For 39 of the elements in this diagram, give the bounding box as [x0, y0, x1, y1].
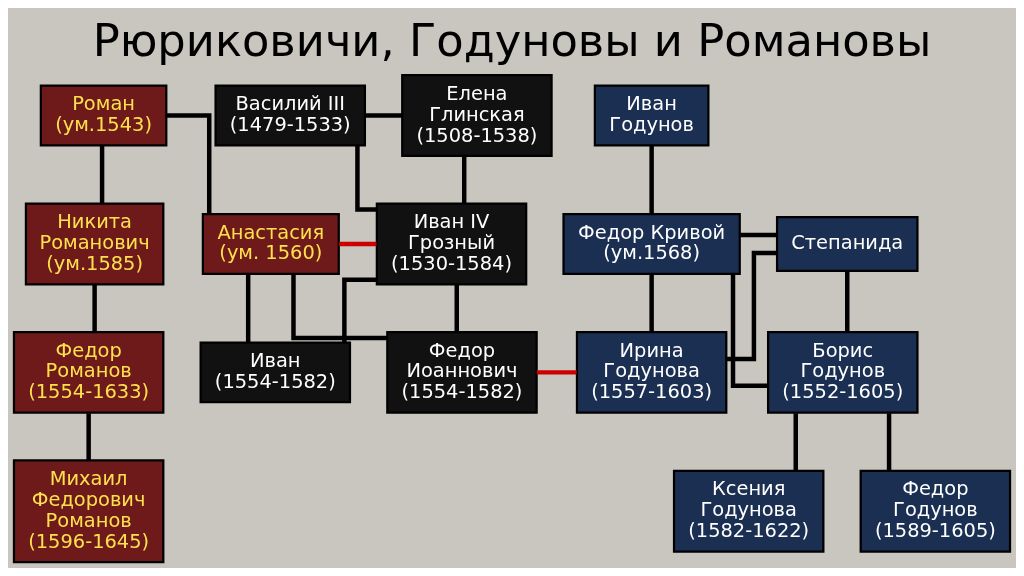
connector	[291, 274, 388, 341]
connector	[86, 413, 91, 461]
node-box: Елена Глинская (1508-1538)	[401, 74, 553, 157]
node-box: Федор Годунов (1589-1605)	[859, 469, 1012, 553]
connector	[886, 413, 892, 471]
node-box: Роман (ум.1543)	[39, 84, 168, 147]
connector	[339, 241, 377, 247]
connector	[740, 232, 777, 238]
node-box: Федор Иоаннович (1554-1582)	[386, 330, 538, 414]
connector	[461, 156, 467, 204]
connector	[342, 277, 377, 343]
node-box: Никита Романович (ум.1585)	[24, 202, 165, 286]
connector	[726, 250, 777, 362]
connector	[99, 145, 105, 204]
node-box: Степанида	[775, 215, 919, 272]
connector	[845, 271, 850, 332]
node-box: Федор Романов (1554-1633)	[12, 330, 165, 414]
node-box: Михаил Федорович Романов (1596-1645)	[12, 459, 165, 564]
connector	[536, 370, 577, 375]
connector	[92, 284, 97, 332]
connector	[355, 145, 377, 212]
connector	[649, 145, 654, 214]
node-box: Ксения Годунова (1582-1622)	[672, 469, 825, 553]
connector	[793, 413, 798, 471]
node-box: Иван Годунов	[593, 84, 710, 147]
connector	[649, 274, 654, 332]
node-box: Анастасия (ум. 1560)	[201, 212, 340, 275]
connector	[454, 284, 459, 332]
diagram-title: Рюриковичи, Годуновы и Романовы	[92, 13, 932, 67]
connector	[245, 274, 251, 343]
node-box: Иван IV Грозный (1530-1584)	[375, 202, 528, 286]
connector	[166, 113, 212, 214]
connector	[730, 274, 768, 389]
node-box: Федор Кривой (ум.1568)	[562, 212, 741, 275]
connector	[365, 113, 403, 118]
node-box: Ирина Годунова (1557-1603)	[575, 330, 728, 414]
node-box: Борис Годунов (1552-1605)	[767, 330, 919, 414]
node-box: Иван (1554-1582)	[199, 341, 352, 404]
node-box: Василий III (1479-1533)	[214, 84, 367, 147]
